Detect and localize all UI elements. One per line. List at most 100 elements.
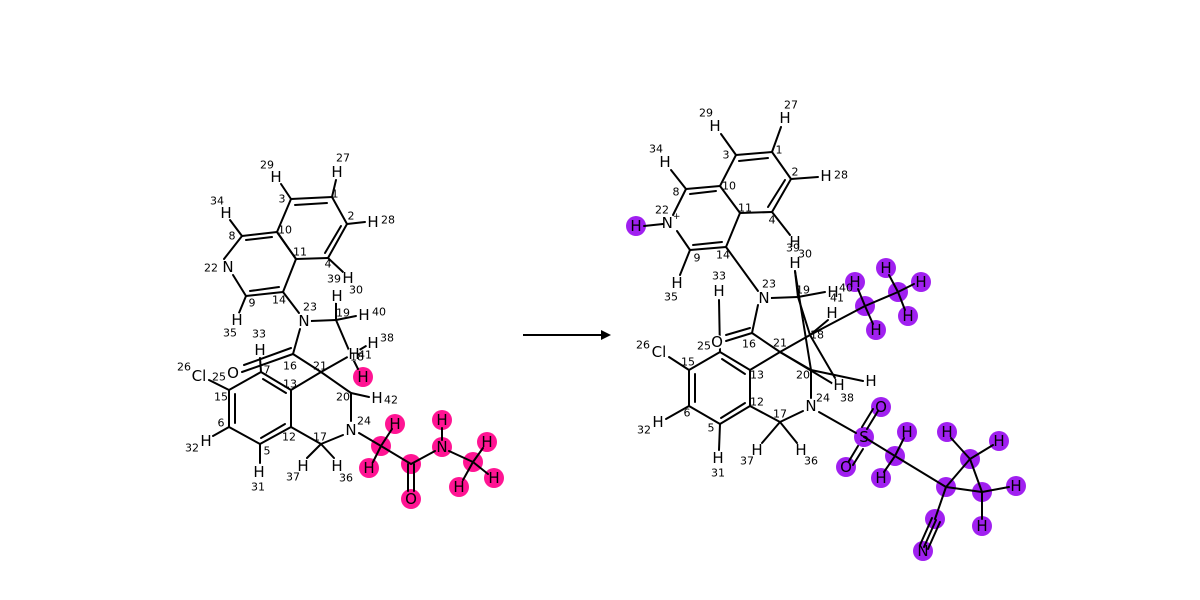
product-atom-number: 39 bbox=[786, 242, 800, 255]
product-highlight-atom-label: H bbox=[941, 423, 952, 441]
reactant-highlight-atom bbox=[477, 432, 497, 452]
product-atom-number: 30 bbox=[798, 248, 812, 261]
reactant-atom-h: H bbox=[348, 345, 359, 363]
product-atom-h: H bbox=[820, 167, 831, 185]
product-highlight-group bbox=[626, 216, 1026, 561]
reactant-highlight-atom bbox=[449, 477, 469, 497]
product-atom-h: H bbox=[779, 109, 790, 127]
product-atom-n: N bbox=[805, 397, 816, 415]
product-highlight-atom bbox=[871, 468, 891, 488]
product-atom-knockout bbox=[712, 284, 726, 298]
reactant-atom-number: 18 bbox=[350, 351, 364, 364]
product-atom-number: 41 bbox=[830, 292, 844, 305]
reactant-atom-number: 14 bbox=[272, 294, 286, 307]
reactant-atom-h: H bbox=[270, 168, 281, 186]
product-atom-o: O bbox=[711, 333, 723, 351]
reactant-atom-number: 33 bbox=[252, 328, 266, 341]
product-atom-knockout bbox=[651, 415, 665, 429]
reactant-atom-number: 17 bbox=[313, 431, 327, 444]
product-highlight-atom bbox=[845, 272, 865, 292]
reactant-atom-number: 12 bbox=[282, 431, 296, 444]
product-highlight-atom-label: H bbox=[880, 259, 891, 277]
product-highlight-atom bbox=[898, 306, 918, 326]
product-highlight-atom-label: O bbox=[840, 458, 852, 476]
product-highlight-atom bbox=[937, 422, 957, 442]
reactant-atom-number: 10 bbox=[278, 224, 292, 237]
reactant-atom-knockout bbox=[252, 465, 266, 479]
product-atom-number: 29 bbox=[699, 107, 713, 120]
reactant-atom-h: H bbox=[358, 306, 369, 324]
product-atom-number: 21 bbox=[773, 337, 787, 350]
product-atom-h: H bbox=[795, 441, 806, 459]
reactant-atom-h: H bbox=[342, 269, 353, 287]
product-highlight-atom-label: H bbox=[976, 517, 987, 535]
reactant-atom-h: H bbox=[231, 311, 242, 329]
product-atom-h: H bbox=[659, 153, 670, 171]
product-atom-h: H bbox=[709, 117, 720, 135]
reactant-atom-h: H bbox=[297, 457, 308, 475]
product-highlight-atom bbox=[626, 216, 646, 236]
reactant-atom-number: 42 bbox=[384, 394, 398, 407]
reactant-highlight-atom-label: H bbox=[481, 433, 492, 451]
reactant-atom-knockout bbox=[366, 336, 380, 350]
reactant-atom-number: 23 bbox=[303, 301, 317, 314]
product-atom-numbers: 1234568910111213141516171819202122232425… bbox=[636, 99, 854, 480]
reactant-atom-number: 40 bbox=[372, 306, 386, 319]
product-atom-number: 32 bbox=[637, 424, 651, 437]
reactant-highlight-atom-label: H bbox=[389, 415, 400, 433]
product-atom-h: H bbox=[833, 376, 844, 394]
reactant-atom-number: 19 bbox=[336, 307, 350, 320]
reactant-atom-h: H bbox=[331, 287, 342, 305]
product-atom-number: 19 bbox=[796, 284, 810, 297]
product-atom-number: 23 bbox=[762, 278, 776, 291]
reactant-atom-o: O bbox=[227, 364, 239, 382]
reactant-atom-knockout bbox=[226, 366, 240, 380]
reactant-atom-knockout bbox=[253, 343, 267, 357]
product-atom-knockout bbox=[778, 111, 792, 125]
product-atom-knockout bbox=[664, 216, 678, 230]
product-atom-number: 27 bbox=[784, 99, 798, 112]
product-highlight-atom-label: H bbox=[901, 423, 912, 441]
product-atom-h: H bbox=[652, 413, 663, 431]
product-atom-number: 3 bbox=[723, 149, 730, 162]
reactant-atom-cl: Cl bbox=[192, 367, 207, 385]
product-atom-knockout bbox=[804, 399, 818, 413]
reactant-highlight-atom-label: H bbox=[363, 459, 374, 477]
product-highlight-atom bbox=[897, 422, 917, 442]
product-bonds bbox=[643, 126, 1010, 550]
reactant-atom-number: 20 bbox=[336, 391, 350, 404]
reactant-atom-number: 22 bbox=[204, 262, 218, 275]
product-atom-number: 4 bbox=[769, 214, 776, 227]
product-atom-number: 5 bbox=[708, 422, 715, 435]
reactant-atom-number: 11 bbox=[293, 246, 307, 259]
reactant-atom-n: N bbox=[222, 258, 233, 276]
product-atom-n: N bbox=[758, 289, 769, 307]
reactant-atom-number: 30 bbox=[349, 284, 363, 297]
reactant-highlight-atom bbox=[432, 410, 452, 430]
product-atom-number: 20 bbox=[796, 369, 810, 382]
product-highlight-atom bbox=[911, 272, 931, 292]
product-highlight-atom-label: H bbox=[1010, 477, 1021, 495]
reactant-atom-number: 16 bbox=[283, 360, 297, 373]
reactant-atom-number: 26 bbox=[177, 361, 191, 374]
product-atom-number: 14 bbox=[716, 249, 730, 262]
product-highlight-atom-label: H bbox=[630, 217, 641, 235]
product-atom-h: H bbox=[713, 282, 724, 300]
product-atom-knockout bbox=[711, 451, 725, 465]
reactant-atom-h: H bbox=[371, 389, 382, 407]
reactant-atom-numbers: 1234567891011121314151617181920212223242… bbox=[177, 152, 398, 494]
product-highlight-atom bbox=[866, 320, 886, 340]
reactant-atom-number: 41 bbox=[358, 349, 372, 362]
product-atom-number: 26 bbox=[636, 339, 650, 352]
product-atom-number: 28 bbox=[834, 169, 848, 182]
reactant-atom-number: 1 bbox=[332, 188, 339, 201]
product-atom-number: 13 bbox=[750, 369, 764, 382]
reactant-highlight-atom bbox=[385, 414, 405, 434]
product-atom-number: 12 bbox=[750, 396, 764, 409]
product-atom-number: 37 bbox=[740, 455, 754, 468]
reactant-atom-number: 5 bbox=[264, 445, 271, 458]
product-atom-cl: Cl bbox=[652, 343, 667, 361]
